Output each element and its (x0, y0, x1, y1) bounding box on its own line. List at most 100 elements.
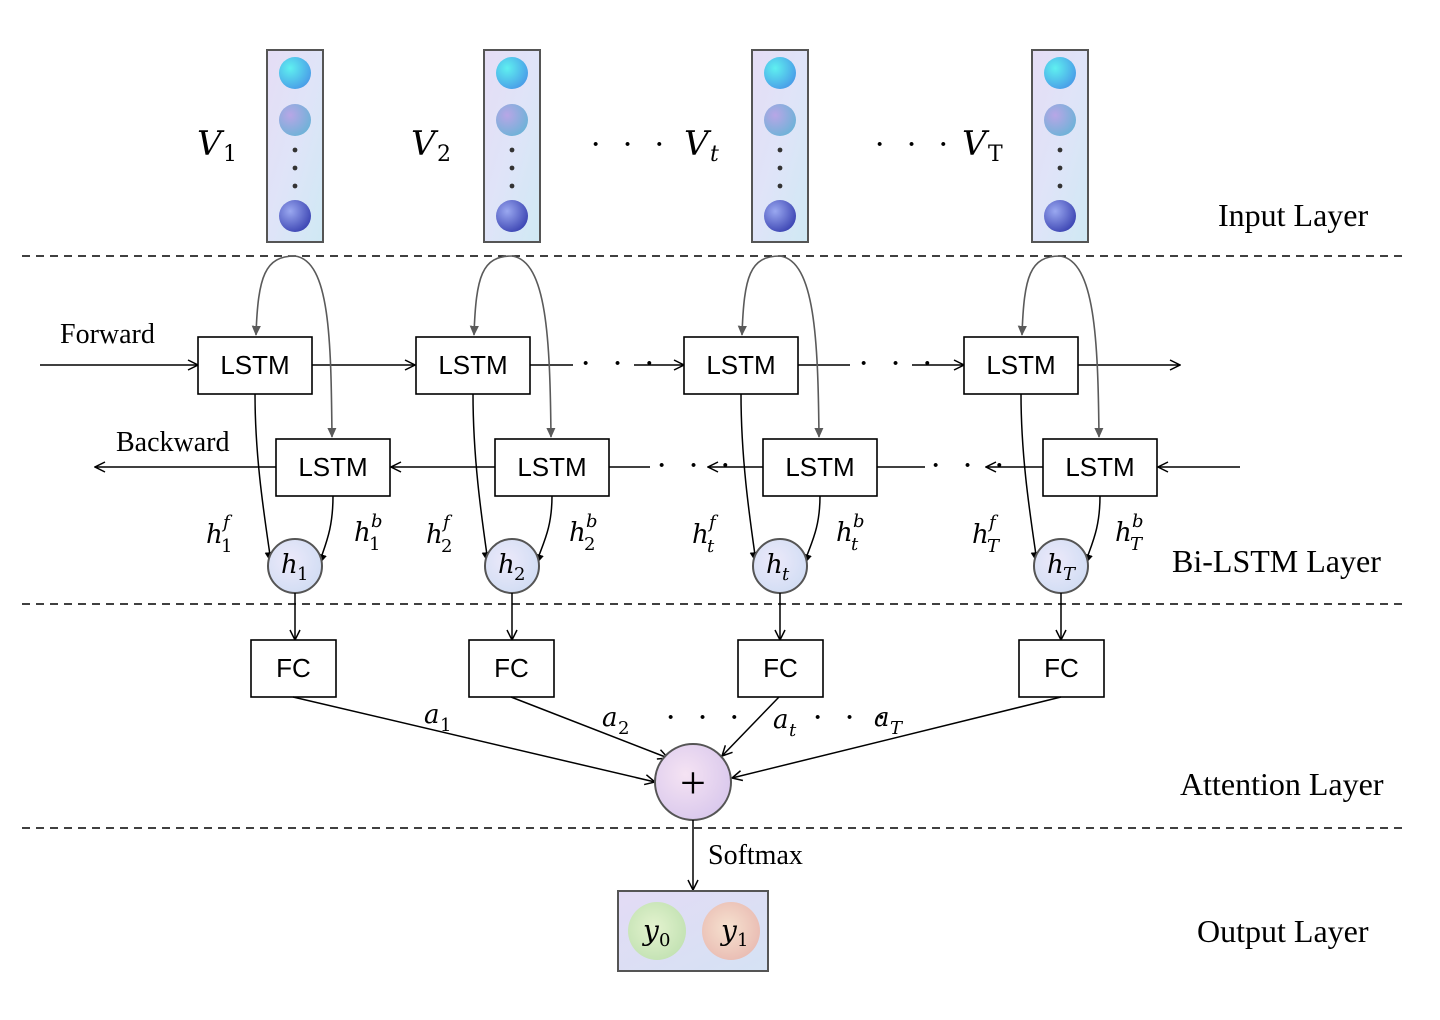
input-unit-ellipsis-dot (1057, 147, 1063, 153)
svg-text:0: 0 (659, 930, 670, 951)
forward-lstm-label: LSTM (706, 350, 775, 380)
plus-symbol: + (680, 757, 706, 808)
backward-hidden-sub: T (1130, 534, 1144, 555)
forward-hidden-arrow (1020, 393, 1041, 563)
input-label-sub: 2 (437, 142, 451, 167)
forward-hidden-sup: f (221, 512, 233, 533)
output-layer-label: Output Layer (1197, 913, 1369, 949)
input-ellipsis-1: · · · (590, 126, 671, 163)
forward-lstm-label: LSTM (220, 350, 289, 380)
svg-text:y: y (719, 914, 738, 947)
input-to-forward-arrow (469, 255, 513, 336)
input-unit-mid (764, 104, 796, 136)
input-to-backward-arrow (511, 255, 556, 438)
forward-hidden-sub: T (987, 536, 1001, 557)
input-unit-mid (279, 104, 311, 136)
attention-weight-T: a T (874, 703, 904, 739)
forward-lstm-label: LSTM (438, 350, 507, 380)
forward-lstm-label: LSTM (986, 350, 1055, 380)
fc-layer-label: FC (763, 653, 798, 683)
input-unit-bottom (1044, 200, 1076, 232)
backward-hidden-arrow (1083, 495, 1101, 565)
input-to-forward-arrow (251, 255, 296, 336)
svg-text:a: a (424, 700, 440, 730)
input-label-sub: t (710, 142, 719, 167)
input-unit-bottom (496, 200, 528, 232)
fc-layer-box (1018, 639, 1105, 698)
input-unit-mid (496, 104, 528, 136)
input-unit-ellipsis-dot (292, 183, 298, 189)
forward-hidden-sup: f (987, 512, 999, 533)
backward-hidden-sub: 2 (584, 534, 595, 555)
input-to-forward-arrow (737, 255, 781, 336)
attention-weight-2: a 2 (602, 703, 629, 739)
input-unit-ellipsis-dot (1057, 165, 1063, 171)
hidden-state-sub: 1 (297, 564, 308, 585)
input-unit-mid (1044, 104, 1076, 136)
attention-weight-1: a 1 (424, 700, 451, 736)
backward-ellipsis-2: · · · (930, 447, 1011, 484)
hidden-state-sub: t (782, 564, 790, 585)
input-to-backward-arrow (294, 255, 337, 438)
forward-lstm-cell (683, 336, 799, 395)
attention-edge-1 (292, 696, 655, 782)
backward-hidden-sub: t (851, 534, 859, 555)
output-node-y1 (702, 902, 760, 960)
backward-ellipsis-1: · · · (656, 447, 737, 484)
forward-hidden-label: h (206, 520, 223, 550)
backward-lstm-label: LSTM (517, 452, 586, 482)
input-unit-ellipsis-dot (509, 183, 515, 189)
fc-layer-box (468, 639, 555, 698)
forward-ellipsis-2: · · · (858, 345, 939, 382)
forward-lstm-cell (415, 336, 531, 395)
input-unit-top (764, 57, 796, 89)
forward-hidden-sub: 2 (441, 536, 452, 557)
svg-text:1: 1 (440, 715, 451, 736)
attention-edge-t (722, 696, 780, 756)
fc-layer-box (737, 639, 824, 698)
backward-lstm-label: LSTM (1065, 452, 1134, 482)
forward-hidden-sub: 1 (221, 536, 232, 557)
backward-hidden-label: h (836, 518, 853, 548)
forward-hidden-sup: f (707, 512, 719, 533)
fc-layer-label: FC (276, 653, 311, 683)
forward-label: Forward (60, 319, 155, 350)
hidden-state-label: h (498, 550, 515, 580)
hidden-state-sub: 2 (514, 564, 525, 585)
svg-text:a: a (602, 703, 618, 733)
attention-edge-2 (510, 696, 668, 758)
fc-layer-label: FC (494, 653, 529, 683)
backward-label: Backward (116, 427, 230, 458)
forward-hidden-label: h (692, 520, 709, 550)
attention-ellipsis-2: · · · (812, 699, 893, 736)
svg-text:t: t (789, 720, 797, 741)
fc-layer-label: FC (1044, 653, 1079, 683)
forward-hidden-label: h (972, 520, 989, 550)
forward-lstm-cell (197, 336, 313, 395)
input-unit-ellipsis-dot (292, 147, 298, 153)
input-unit-ellipsis-dot (292, 165, 298, 171)
backward-lstm-label: LSTM (785, 452, 854, 482)
attention-weight-t: a t (773, 705, 797, 741)
input-unit-ellipsis-dot (509, 147, 515, 153)
backward-lstm-cell (762, 438, 878, 497)
backward-hidden-sup: b (371, 511, 383, 532)
input-unit-bottom (764, 200, 796, 232)
input-label-v: V (962, 124, 990, 164)
softmax-label: Softmax (708, 840, 803, 871)
hidden-state-sub: T (1063, 564, 1077, 585)
svg-text:2: 2 (618, 718, 629, 739)
backward-hidden-sup: b (853, 511, 865, 532)
forward-ellipsis-1: · · · (580, 345, 661, 382)
backward-hidden-sup: b (1132, 511, 1144, 532)
attention-layer-label: Attention Layer (1180, 766, 1384, 802)
input-to-forward-arrow (1017, 255, 1061, 336)
forward-hidden-sub: t (707, 536, 715, 557)
svg-text:T: T (890, 718, 904, 739)
input-unit-ellipsis-dot (777, 165, 783, 171)
svg-text:a: a (773, 705, 789, 735)
backward-hidden-arrow (317, 495, 334, 565)
input-to-backward-arrow (1059, 255, 1104, 438)
